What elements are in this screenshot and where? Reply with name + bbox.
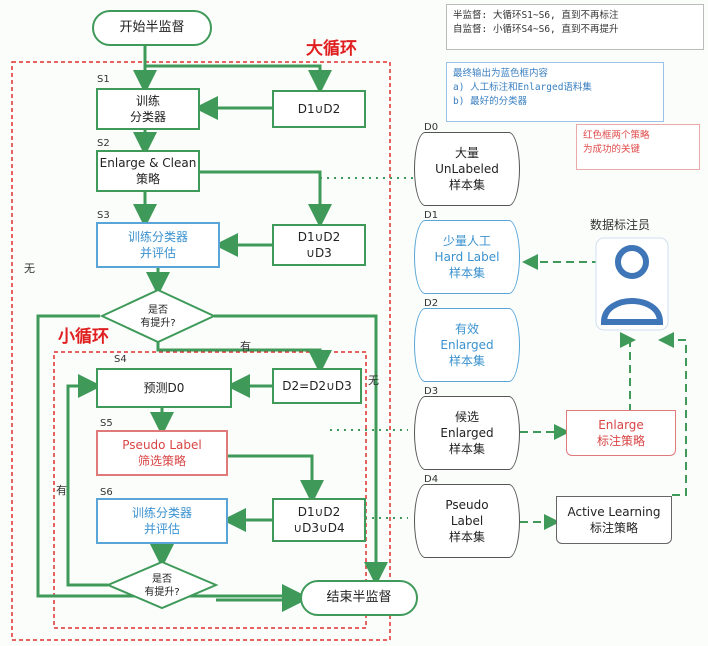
d4-pseudo-label-dataset: Pseudo Label 样本集 [414,484,520,558]
d3-line2: Enlarged [440,426,494,440]
d1-line1: 少量人工 [442,234,491,248]
decision1-no-label: 无 [24,262,35,275]
decision1-no-end-label: 无 [368,374,379,387]
s3-data-line2: ∪D3 [306,246,332,260]
s3-line1: 训练分类器 [127,230,188,244]
s6-line2: 并评估 [143,522,180,536]
s2-tag: S2 [97,138,110,149]
s1-line1: 训练 [135,94,160,108]
d0-unlabeled-dataset: 大量 UnLabeled 样本集 [414,132,520,206]
d3-line1: 候选 [454,410,479,424]
active-learning-strategy: Active Learning 标注策略 [556,496,672,544]
decision1-yes-label: 有 [240,340,251,353]
output-note: 最终输出为蓝色框内容 a) 人工标注和Enlarged语料集 b) 最好的分类器 [446,62,664,122]
key-line2: 为成功的关键 [583,144,641,155]
small-loop-label: 小循环 [58,327,109,347]
output-line1: 最终输出为蓝色框内容 [453,68,549,79]
s1-data-box: D1∪D2 [272,90,366,128]
s3-tag: S3 [97,210,110,221]
d2-enlarged-dataset: 有效 Enlarged 样本集 [414,308,520,382]
start-terminal: 开始半监督 [92,10,212,46]
output-line3: b) 最好的分类器 [453,96,528,107]
s3-data-line1: D1∪D2 [297,230,341,244]
d0-line2: UnLabeled [435,162,499,176]
small-loop-boundary [53,351,367,629]
s1-tag: S1 [97,74,110,85]
annotator-label: 数据标注员 [590,218,651,232]
s1-train-classifier: 训练 分类器 [96,88,200,130]
s4-data-text: D2=D2∪D3 [282,379,352,393]
d1-hard-label-dataset: 少量人工 Hard Label 样本集 [414,220,520,294]
s3-train-evaluate: 训练分类器 并评估 [96,222,220,268]
decision2-diamond [105,560,219,610]
d4-line3: 样本集 [448,530,485,544]
s5-line1: Pseudo Label [122,438,202,452]
d4-tag: D4 [424,474,439,485]
s2-enlarge-clean: Enlarge & Clean 策略 [96,150,200,192]
annotator-person-icon [595,237,669,331]
decision1-line2: 有提升? [140,318,176,329]
active-line1: Active Learning [567,505,661,519]
d2-line1: 有效 [454,322,479,336]
end-label: 结束半监督 [326,590,392,605]
d3-tag: D3 [424,386,439,397]
decision2-label: 是否 有提升? [124,570,200,602]
big-loop-label: 大循环 [306,39,357,59]
enlarge-line1: Enlarge [598,418,644,432]
s6-data-line1: D1∪D2 [297,505,341,519]
legend-line1: 半监督: 大循环S1~S6, 直到不再标注 [453,10,619,21]
legend-note: 半监督: 大循环S1~S6, 直到不再标注 自监督: 小循环S4~S6, 直到不… [446,4,704,50]
s6-tag: S6 [100,487,113,498]
d4-line2: Label [450,514,484,528]
decision1-label: 是否 有提升? [118,300,198,334]
d3-candidate-dataset: 候选 Enlarged 样本集 [414,396,520,470]
s5-tag: S5 [100,418,113,429]
s3-line2: 并评估 [139,246,176,260]
s5-pseudo-label-filter: Pseudo Label 筛选策略 [96,430,228,476]
d1-tag: D1 [424,210,439,221]
output-line2: a) 人工标注和Enlarged语料集 [453,82,592,93]
d0-tag: D0 [424,122,439,133]
big-loop-boundary [11,61,391,641]
active-line2: 标注策略 [589,521,638,535]
legend-line2: 自监督: 小循环S4~S6, 直到不再提升 [453,24,619,35]
s4-tag: S4 [114,354,127,365]
s2-line2: 策略 [135,172,160,186]
end-terminal: 结束半监督 [300,580,418,616]
start-label: 开始半监督 [119,20,185,35]
d1-line3: 样本集 [448,266,485,280]
decision1-diamond [99,288,217,344]
s6-train-evaluate: 训练分类器 并评估 [96,498,228,544]
decision1-line1: 是否 [148,305,168,316]
d2-tag: D2 [424,298,439,309]
s4-predict-d0: 预测D0 [96,368,232,408]
d3-line3: 样本集 [448,442,485,456]
s6-data-line2: ∪D3∪D4 [293,521,345,535]
s1-data-text: D1∪D2 [297,102,341,116]
key-line1: 红色框两个策略 [583,130,650,141]
d4-line1: Pseudo [445,498,489,512]
s3-data-box: D1∪D2 ∪D3 [272,224,366,266]
s1-line2: 分类器 [129,110,166,124]
s5-line2: 筛选策略 [137,454,186,468]
s4-data-box: D2=D2∪D3 [272,368,362,404]
s4-line1: 预测D0 [143,381,185,395]
decision2-line2: 有提升? [144,587,180,598]
s2-line1: Enlarge & Clean [99,156,197,170]
s6-data-box: D1∪D2 ∪D3∪D4 [272,498,366,542]
enlarge-line2: 标注策略 [596,434,645,448]
d0-line1: 大量 [454,146,479,160]
d2-line2: Enlarged [440,338,494,352]
d0-line3: 样本集 [448,178,485,192]
d1-line2: Hard Label [434,250,500,264]
decision2-line1: 是否 [152,574,172,585]
d2-line3: 样本集 [448,354,485,368]
s6-line1: 训练分类器 [131,506,192,520]
enlarge-labeling-strategy: Enlarge 标注策略 [566,410,676,456]
key-note: 红色框两个策略 为成功的关键 [576,124,700,170]
decision2-yes-label: 有 [56,484,67,497]
